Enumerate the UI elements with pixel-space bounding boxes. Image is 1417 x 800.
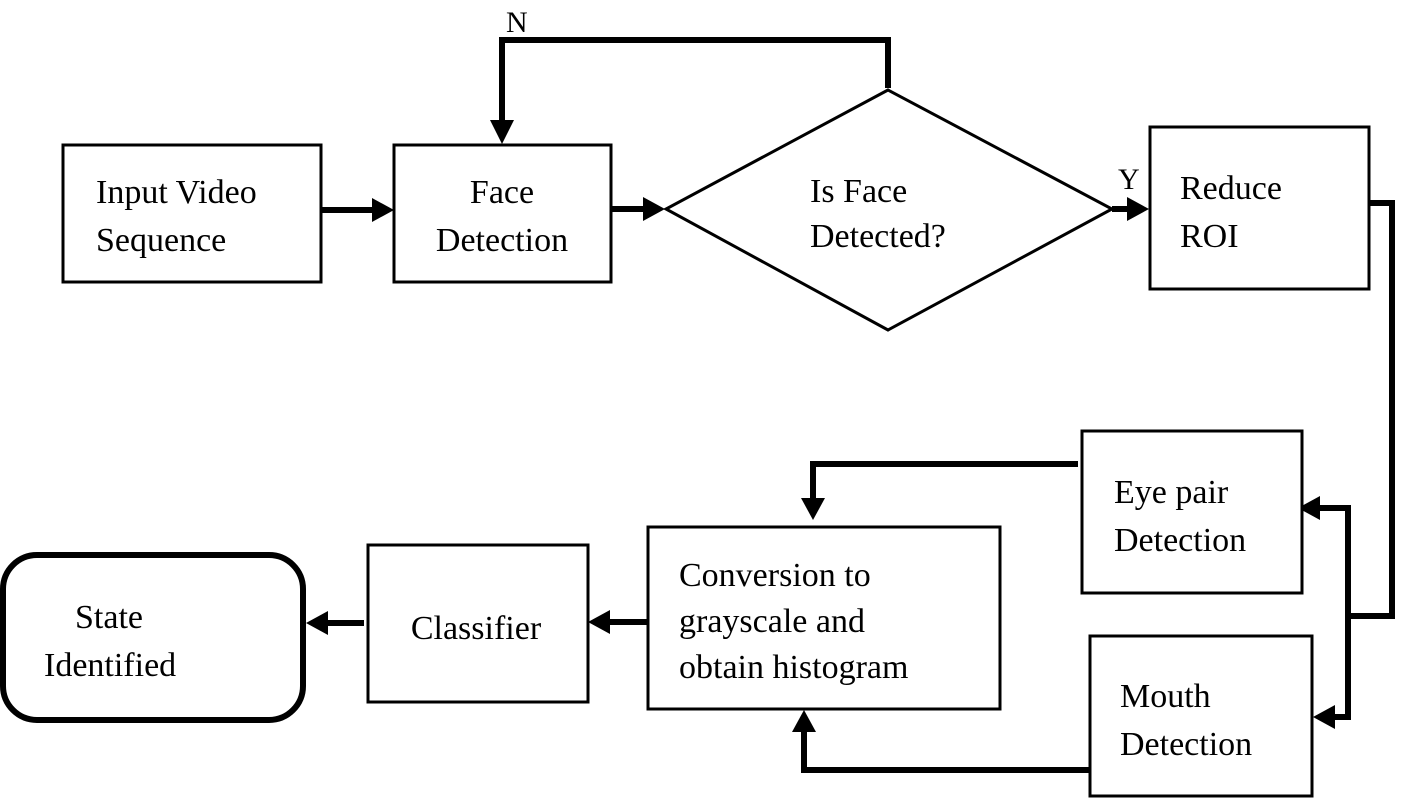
edge-label-no: N bbox=[506, 6, 528, 39]
node-eye-pair-detection: Eye pair Detection bbox=[1080, 429, 1304, 595]
node-label-line: Classifier bbox=[411, 610, 542, 647]
node-label-line: grayscale and bbox=[679, 603, 865, 640]
node-label-line: Eye pair bbox=[1114, 474, 1229, 511]
node-label-line: Face bbox=[470, 174, 534, 211]
arrowhead bbox=[490, 120, 514, 144]
node-label-line: Detection bbox=[436, 222, 568, 259]
node-label-line: Is Face bbox=[810, 173, 907, 210]
arrowhead bbox=[1298, 496, 1320, 520]
arrowhead bbox=[801, 498, 825, 520]
node-is-face-detected-decision: Is Face Detected? bbox=[662, 88, 1116, 332]
arrowhead bbox=[1313, 705, 1335, 729]
node-label-line: State bbox=[75, 599, 143, 636]
node-label-line: Reduce bbox=[1180, 170, 1282, 207]
arrowhead bbox=[306, 611, 328, 635]
node-input-video-sequence: Input Video Sequence bbox=[61, 143, 323, 284]
node-label-line: Mouth bbox=[1120, 678, 1211, 715]
edge-label-yes: Y bbox=[1118, 163, 1140, 196]
node-label-line: Conversion to bbox=[679, 557, 871, 594]
arrowhead bbox=[372, 198, 394, 222]
arrowhead bbox=[792, 710, 816, 732]
edge-eye-to-conversion bbox=[810, 461, 1078, 500]
node-label-line: ROI bbox=[1180, 218, 1239, 255]
edge-roi-to-split bbox=[1350, 200, 1395, 619]
edge-mouth-to-conversion bbox=[801, 730, 1090, 773]
edge-split-to-eye bbox=[1318, 505, 1351, 619]
node-label-line: Detected? bbox=[810, 218, 946, 255]
node-reduce-roi: Reduce ROI bbox=[1148, 125, 1371, 291]
node-label-line: Input Video bbox=[96, 174, 257, 211]
node-conversion-grayscale-histogram: Conversion to grayscale and obtain histo… bbox=[646, 525, 1002, 711]
arrowhead bbox=[588, 610, 610, 634]
arrowhead bbox=[643, 197, 665, 221]
node-mouth-detection: Mouth Detection bbox=[1088, 634, 1314, 798]
edge-decision-no-loop bbox=[499, 37, 891, 122]
node-label-line: Detection bbox=[1114, 522, 1246, 559]
node-state-identified: State Identified bbox=[0, 552, 306, 723]
node-label-line: obtain histogram bbox=[679, 649, 908, 686]
arrowhead bbox=[1127, 197, 1149, 221]
edge-split-to-mouth bbox=[1333, 613, 1351, 720]
node-label-line: Identified bbox=[44, 647, 176, 684]
node-label-line: Sequence bbox=[96, 222, 226, 259]
node-classifier: Classifier bbox=[366, 543, 590, 704]
node-face-detection: Face Detection bbox=[392, 143, 613, 284]
node-label-line: Detection bbox=[1120, 726, 1252, 763]
